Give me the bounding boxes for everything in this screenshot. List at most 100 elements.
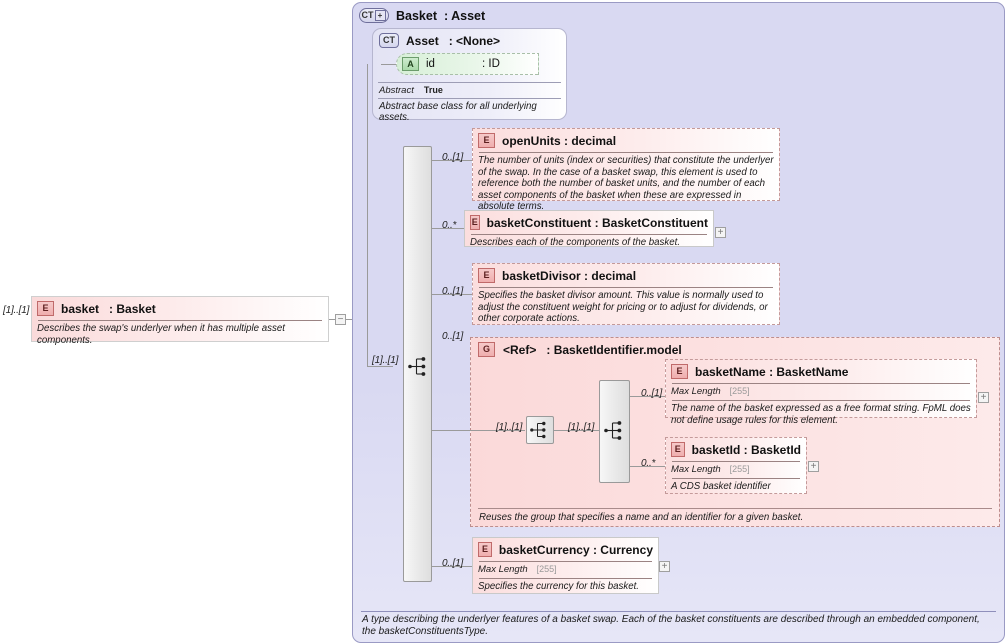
element-icon-basketid: E — [671, 442, 685, 457]
group-name: <Ref> — [503, 342, 537, 357]
facet-label-basketid: Max Length — [671, 464, 721, 475]
facet-value-basketid: [255] — [729, 464, 750, 474]
cardinality-basketid: 0..* — [641, 458, 656, 469]
expand-button-basketid[interactable]: + — [808, 461, 819, 472]
complextype-icon-asset: CT — [379, 33, 399, 48]
expand-button-basketconstituent[interactable]: + — [715, 227, 726, 238]
element-doc-basketname: The name of the basket expressed as a fr… — [671, 403, 971, 426]
attribute-name: id — [426, 58, 435, 70]
expand-button-basketname[interactable]: + — [978, 392, 989, 403]
cardinality-basketdivisor: 0..[1] — [442, 286, 464, 297]
cardinality-inner-seq-1: [1]..[1] — [496, 422, 523, 433]
basetype-divider — [378, 82, 561, 83]
connector-branch-basketname — [630, 396, 666, 397]
element-box-openunits[interactable]: E openUnits : decimal The number of unit… — [472, 128, 780, 212]
cardinality-basketconstituent: 0..* — [442, 220, 457, 231]
group-type: : BasketIdentifier.model — [546, 342, 682, 357]
connector-inner-seq-link — [554, 430, 599, 431]
element-name-basketid: basketId — [691, 442, 741, 457]
cardinality-refgroup: 0..[1] — [442, 331, 464, 342]
attribute-box-id[interactable]: A id : ID — [396, 53, 539, 75]
attribute-type: : ID — [482, 58, 500, 70]
connector-trunk-vertical — [367, 64, 368, 366]
element-icon-basketconstituent: E — [470, 215, 480, 230]
element-type-basketdivisor: : decimal — [584, 268, 637, 283]
element-icon-basketdivisor: E — [478, 268, 495, 283]
connector-root-to-type-2 — [346, 319, 354, 320]
element-name-basketcurrency: basketCurrency — [498, 542, 590, 557]
root-element-doc: Describes the swap's underlyer when it h… — [37, 323, 285, 346]
facet-label-basketname: Max Length — [671, 386, 721, 397]
element-box-basketname[interactable]: E basketName : BasketName Max Length [25… — [665, 359, 977, 426]
element-doc-basketcurrency: Specifies the currency for this basket. — [478, 581, 639, 592]
group-icon: G — [478, 342, 495, 357]
cardinality-inner-seq-2: [1]..[1] — [568, 422, 595, 433]
element-doc-openunits: The number of units (index or securities… — [478, 155, 774, 213]
element-name-basketname: basketName — [695, 364, 766, 379]
facet-basketname: Max Length [255] — [671, 386, 971, 397]
basetype-header: CT Asset : <None> — [373, 29, 566, 48]
root-cardinality-label: [1]..[1] — [3, 305, 30, 316]
sequence-icon-inner-2 — [604, 421, 622, 440]
connector-group-in — [470, 430, 525, 431]
complextype-name: Basket — [396, 8, 437, 23]
element-doc-basketconstituent: Describes each of the components of the … — [470, 237, 681, 248]
group-header: G <Ref> : BasketIdentifier.model — [471, 338, 999, 357]
cardinality-openunits: 0..[1] — [442, 152, 464, 163]
basetype-facet-label: Abstract — [379, 85, 414, 96]
element-type-openunits: : decimal — [564, 133, 617, 148]
sequence-cardinality-label: [1]..[1] — [372, 355, 399, 366]
basetype-divider-2 — [378, 98, 561, 99]
attribute-icon: A — [402, 57, 419, 71]
basetype-name: Asset — [406, 33, 439, 48]
facet-value-basketname: [255] — [729, 386, 750, 396]
connector-trunk-to-sequence — [367, 366, 393, 367]
element-box-basketconstituent[interactable]: E basketConstituent : BasketConstituent … — [464, 210, 714, 248]
cardinality-basketcurrency: 0..[1] — [442, 558, 464, 569]
basetype-facet-abstract: Abstract True — [373, 85, 566, 96]
facet-basketid: Max Length [255] — [671, 464, 801, 475]
expand-button-basketcurrency[interactable]: + — [659, 561, 670, 572]
root-element-type: : Basket — [109, 301, 156, 316]
element-box-basketcurrency[interactable]: E basketCurrency : Currency Max Length [… — [472, 537, 659, 594]
element-doc-basketid: A CDS basket identifier — [671, 481, 771, 492]
footer-divider — [361, 611, 996, 612]
connector-branch-basketdivisor — [432, 294, 472, 295]
collapse-button-root[interactable]: − — [335, 314, 346, 325]
element-name-basketconstituent: basketConstituent — [486, 215, 592, 230]
element-icon-basketname: E — [671, 364, 688, 379]
root-element-basket[interactable]: E basket : Basket Describes the swap's u… — [31, 296, 329, 346]
connector-root-to-type — [329, 319, 335, 320]
element-name-basketdivisor: basketDivisor — [502, 268, 581, 283]
element-name-openunits: openUnits — [502, 133, 561, 148]
sequence-icon-inner-1 — [530, 421, 546, 439]
complextype-badge-label: CT — [361, 10, 374, 20]
sequence-compositor-main[interactable] — [403, 146, 432, 582]
sequence-compositor-inner-2[interactable] — [599, 380, 630, 483]
complextype-type: : Asset — [443, 8, 486, 23]
element-type-basketconstituent: : BasketConstituent — [594, 215, 708, 230]
basetype-facet-value: True — [423, 85, 443, 95]
connector-branch-basketcurrency — [432, 566, 472, 567]
element-box-basketdivisor[interactable]: E basketDivisor : decimal Specifies the … — [472, 263, 780, 325]
basetype-doc: Abstract base class for all underlying a… — [379, 101, 537, 123]
connector-branch-basketid — [630, 466, 665, 467]
facet-basketcurrency: Max Length [255] — [478, 564, 653, 575]
element-box-basketid[interactable]: E basketId : BasketId Max Length [255] A… — [665, 437, 807, 494]
basetype-type: : <None> — [448, 33, 501, 48]
element-type-basketid: : BasketId — [743, 442, 801, 457]
group-doc: Reuses the group that specifies a name a… — [479, 512, 804, 523]
element-icon-basketcurrency: E — [478, 542, 492, 557]
complextype-doc: A type describing the underlyer features… — [362, 614, 980, 637]
facet-value-basketcurrency: [255] — [536, 564, 557, 574]
expand-icon[interactable]: + — [374, 10, 386, 21]
root-element-name: basket — [61, 301, 100, 316]
complextype-icon[interactable]: CT+ — [359, 8, 389, 23]
connector-branch-openunits — [432, 160, 472, 161]
element-icon-openunits: E — [478, 133, 495, 148]
sequence-icon — [408, 357, 426, 376]
facet-label-basketcurrency: Max Length — [478, 564, 528, 575]
element-icon: E — [37, 301, 54, 316]
connector-attr-h — [381, 64, 397, 65]
